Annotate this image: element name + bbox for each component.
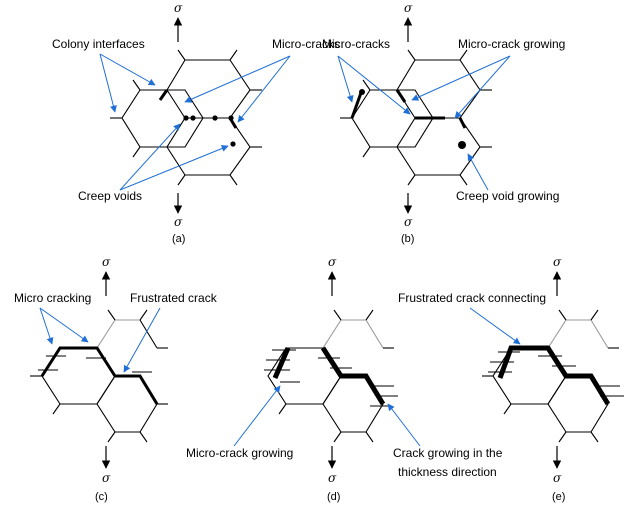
label-micro-crack-growing-d: Micro-crack growing — [186, 446, 293, 460]
sigma-bottom: σ — [174, 215, 183, 229]
caption-a: (a) — [172, 233, 185, 245]
label-micro-crack-growing: Micro-crack growing — [458, 37, 565, 51]
label-micro-cracks: Micro-cracks — [272, 37, 340, 51]
leader-lines — [233, 385, 421, 447]
panel-c: σ σ Micro cracking Frustrated cr — [14, 255, 218, 503]
caption-c: (c) — [95, 491, 108, 503]
label-creep-voids: Creep voids — [78, 189, 142, 203]
thickness-marks — [38, 355, 152, 373]
connected-crack-path — [497, 345, 611, 406]
panel-b: σ σ Micro-cracks Micro-crack growing — [322, 1, 565, 245]
sigma-top: σ — [102, 255, 111, 269]
label-crack-growing-line1: Crack growing in the — [393, 446, 503, 460]
sigma-bottom: σ — [553, 471, 562, 485]
creep-void — [359, 89, 365, 95]
micro-crack — [158, 89, 169, 101]
caption-e: (e) — [552, 491, 565, 503]
sigma-top: σ — [174, 1, 183, 15]
label-micro-cracks-b: Micro-cracks — [322, 37, 390, 51]
sigma-top: σ — [404, 1, 413, 15]
sigma-top: σ — [328, 255, 337, 269]
label-creep-void-growing: Creep void growing — [456, 189, 559, 203]
label-colony-interfaces: Colony interfaces — [52, 37, 145, 51]
growing-micro-cracks — [350, 89, 467, 129]
caption-d: (d) — [327, 491, 340, 503]
crack-path — [272, 346, 386, 406]
panel-e: σ σ Frustrated crack connecti — [398, 255, 624, 503]
sigma-top: σ — [553, 255, 562, 269]
sigma-bottom: σ — [102, 471, 111, 485]
label-crack-growing-line2: thickness direction — [398, 465, 497, 479]
panel-d: σ σ Micro-crack — [186, 255, 503, 503]
leader-lines — [469, 307, 521, 345]
caption-b: (b) — [401, 233, 414, 245]
hexagon-grains — [267, 309, 394, 443]
label-frustrated-crack: Frustrated crack — [130, 291, 218, 305]
leader-lines — [99, 53, 291, 191]
leader-lines — [337, 55, 511, 191]
label-micro-cracking: Micro cracking — [14, 291, 91, 305]
leader-lines — [39, 307, 161, 373]
thickness-marks — [488, 351, 624, 397]
creep-voids — [183, 115, 236, 147]
sigma-bottom: σ — [404, 215, 413, 229]
sigma-bottom: σ — [328, 471, 337, 485]
panel-a: σ σ Colony interfaces — [52, 1, 340, 245]
micro-cracking — [40, 346, 159, 405]
label-frustrated-crack-connecting: Frustrated crack connecting — [398, 291, 546, 305]
creep-void-growing — [458, 141, 466, 149]
